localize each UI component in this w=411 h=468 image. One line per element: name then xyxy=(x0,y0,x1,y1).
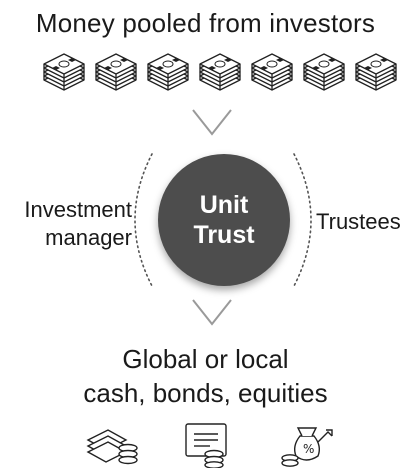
down-chevron-arrow-top xyxy=(192,109,232,136)
trustees-label: Trustees xyxy=(316,209,401,234)
bracket-arcs xyxy=(134,153,312,287)
bottom-title: Global or local cash, bonds, equities xyxy=(83,344,328,408)
equity-money-bag-icon: % xyxy=(281,427,333,467)
bond-certificate-icon xyxy=(185,423,227,468)
trust-line-1: Unit xyxy=(199,191,249,219)
investment-manager-label: Investment manager xyxy=(24,197,132,250)
trust-line-2: Trust xyxy=(193,221,255,249)
unit-trust-circle: Unit Trust xyxy=(158,154,290,286)
svg-text:%: % xyxy=(303,442,314,456)
top-title: Money pooled from investors xyxy=(35,8,376,38)
cash-coins-icon xyxy=(86,429,138,465)
money-stacks xyxy=(43,53,397,91)
asset-icons: % xyxy=(86,423,333,468)
down-chevron-arrow-bottom xyxy=(192,299,232,326)
